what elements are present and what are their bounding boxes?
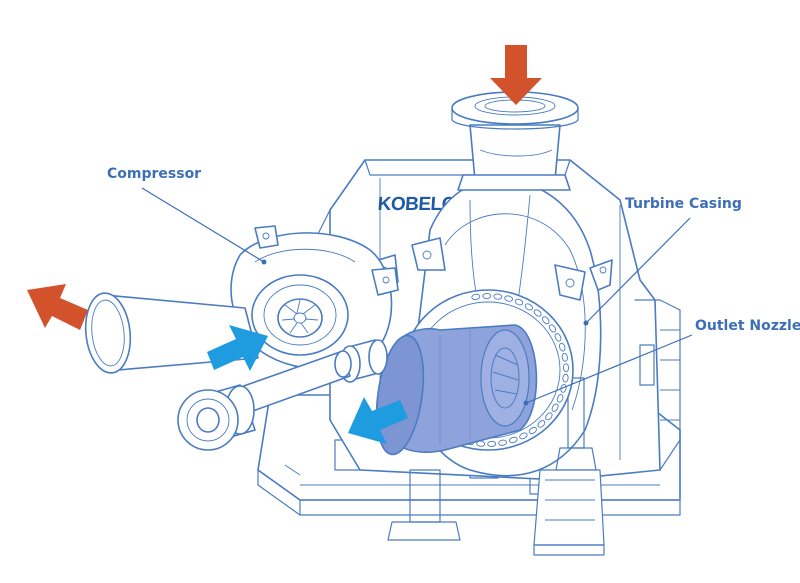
shaft-coupling [177, 384, 256, 451]
nozzle-vane [562, 363, 570, 373]
turbine-inlet [451, 91, 579, 191]
compressor-label: Compressor [107, 166, 201, 182]
turbine-casing-callout: Turbine Casing [583, 196, 742, 326]
nozzle-vane [554, 333, 562, 342]
nozzle-vane [548, 324, 557, 333]
exhaust-outlet-arrow [348, 397, 408, 444]
nozzle-vane [533, 309, 542, 317]
outlet-nozzle [375, 324, 538, 456]
nozzle-vane [493, 293, 503, 300]
nozzle-vane [524, 303, 533, 311]
compressor-callout: Compressor [107, 166, 267, 265]
nozzle-vane [487, 440, 497, 447]
nozzle-vane [528, 426, 537, 435]
compressor-housing [230, 225, 399, 370]
outlet-nozzle-label: Outlet Nozzle [695, 318, 800, 334]
turbine-casing-label: Turbine Casing [625, 196, 742, 212]
air-discharge-arrow [27, 284, 88, 330]
nozzle-vane [545, 412, 553, 421]
outlet-nozzle-callout: Outlet Nozzle [523, 318, 800, 406]
nozzle-vane [556, 394, 564, 403]
nozzle-vane [561, 352, 568, 362]
nozzle-vane [504, 295, 513, 302]
nozzle-vane [541, 316, 550, 325]
nozzle-vane [537, 420, 546, 428]
nozzle-vane [471, 293, 481, 300]
nozzle-vane [514, 298, 524, 306]
exhaust-inlet-arrow [490, 45, 542, 105]
nozzle-vane [482, 292, 492, 300]
nozzle-vane [519, 432, 528, 440]
nozzle-vane [498, 439, 508, 446]
nozzle-vane [508, 436, 518, 444]
nozzle-vane [551, 403, 559, 412]
nozzle-vane [558, 342, 566, 352]
air-intake-arrow [207, 325, 268, 371]
nozzle-vane [562, 373, 569, 383]
